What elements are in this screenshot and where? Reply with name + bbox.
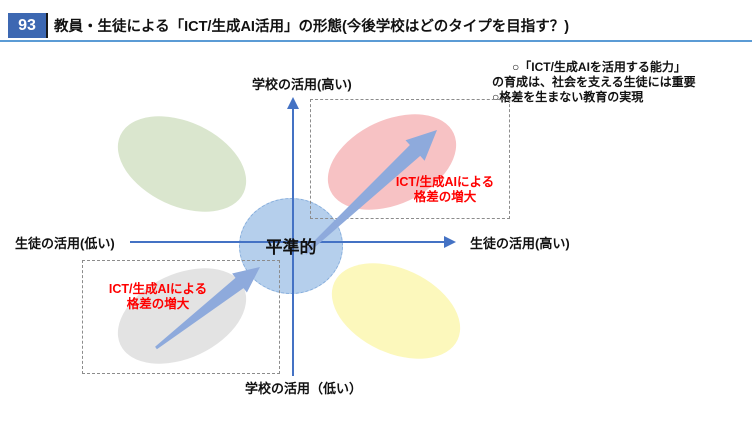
axis-label-student-high: 生徒の活用(高い) — [470, 236, 570, 251]
title-divider — [46, 13, 48, 38]
gap-label-top-right: ICT/生成AIによる 格差の増大 — [365, 175, 525, 205]
gap-label-bottom-left: ICT/生成AIによる 格差の増大 — [78, 282, 238, 312]
title-underline — [0, 40, 752, 42]
dashed-frame-bottom-left — [82, 260, 280, 374]
page-title: 教員・生徒による「ICT/生成AI活用」の形態(今後学校はどのタイプを目指す？) — [54, 19, 570, 35]
gap-label-bottom-left-line2: 格差の増大 — [126, 297, 190, 311]
axis-label-student-low: 生徒の活用(低い) — [15, 236, 115, 251]
right-arrowhead-icon — [444, 236, 456, 248]
note-line-3: ○格差を生まない教育の実現 — [492, 90, 644, 104]
quadrant-ellipse-bottom-right — [316, 244, 476, 378]
note-line-1: ○「ICT/生成AIを活用する能力」 — [512, 60, 686, 74]
axis-label-school-high: 学校の活用(高い) — [252, 77, 352, 92]
gap-label-bottom-left-line1: ICT/生成AIによる — [108, 282, 208, 296]
notes-block: ○「ICT/生成AIを活用する能力」 の育成は、社会を支える生徒には重要 ○格差… — [492, 60, 752, 105]
gap-label-top-right-line1: ICT/生成AIによる — [395, 175, 495, 189]
note-line-2: の育成は、社会を支える生徒には重要 — [492, 75, 696, 89]
slide-number-badge: 93 — [8, 13, 46, 38]
center-label: 平準的 — [265, 238, 317, 257]
up-arrowhead-icon — [287, 97, 299, 109]
quadrant-ellipse-top-left — [102, 97, 262, 231]
axis-label-school-low: 学校の活用（低い） — [245, 381, 363, 396]
gap-label-top-right-line2: 格差の増大 — [413, 190, 477, 204]
